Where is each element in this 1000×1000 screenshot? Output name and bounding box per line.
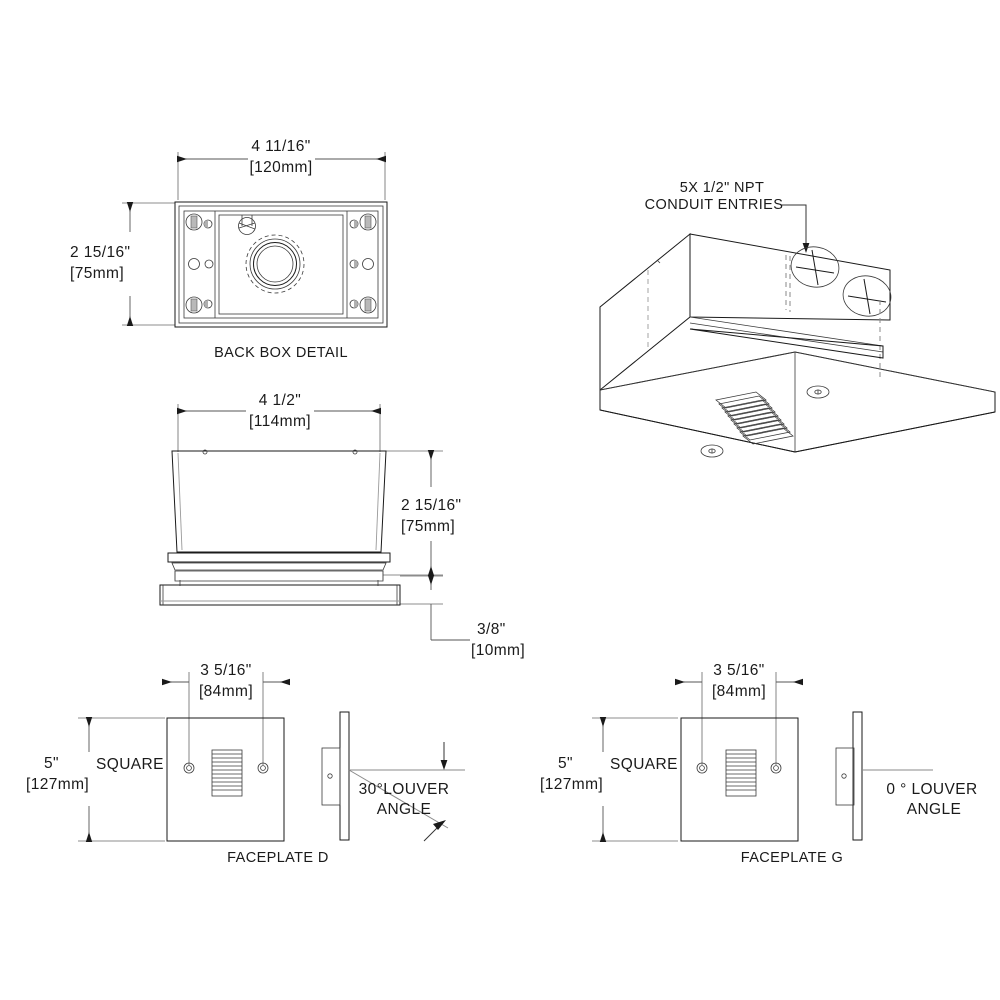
faceplate-d-louver-angle-leader <box>348 742 465 842</box>
faceplate-g-louver-grille <box>725 749 757 797</box>
back-box-center-bore <box>245 234 305 294</box>
faceplate-d-height-metric: [127mm] <box>26 776 89 793</box>
side-height-imperial: 2 15/16" <box>401 497 461 514</box>
faceplate-g-screw-left <box>696 762 708 774</box>
faceplate-d-screw-right <box>257 762 269 774</box>
faceplate-g-screw-right <box>770 762 782 774</box>
faceplate-d-caption: FACEPLATE D <box>227 850 329 866</box>
back-box-width-imperial: 4 11/16" <box>251 138 310 155</box>
side-collar <box>167 552 391 582</box>
side-width-metric: [114mm] <box>249 413 311 430</box>
conduit-entries-leader <box>781 204 810 253</box>
faceplate-g-height-metric: [127mm] <box>540 776 603 793</box>
back-box-set-screw <box>238 215 256 235</box>
faceplate-g-square-label: SQUARE <box>610 756 678 773</box>
side-flange-imperial: 3/8" <box>477 621 506 638</box>
side-width-imperial: 4 1/2" <box>259 392 301 409</box>
iso-screw-head-1 <box>806 385 830 399</box>
faceplate-g-height-imperial: 5" <box>558 755 573 772</box>
faceplate-d-width-metric: [84mm] <box>199 683 253 700</box>
faceplate-d-height-dimension <box>78 717 165 842</box>
view-faceplate-g: 3 5/16" [84mm] 5" [127mm] SQUARE 0 ° LOU… <box>540 662 977 866</box>
view-faceplate-d: 3 5/16" [84mm] 5" [127mm] SQUARE 30°LOUV… <box>26 662 465 866</box>
faceplate-g-width-metric: [84mm] <box>712 683 766 700</box>
faceplate-g-height-dimension <box>592 717 678 842</box>
npt-conduit-knockout-2 <box>842 275 892 317</box>
side-trim-flange <box>159 580 401 606</box>
faceplate-d-louver-grille <box>211 749 243 797</box>
faceplate-g-side-profile <box>835 711 863 841</box>
view-back-box-detail: 4 11/16" [120mm] 2 15/16" [75mm] BACK BO… <box>70 138 388 361</box>
faceplate-g-louver-line-1: 0 ° LOUVER <box>886 781 977 798</box>
back-box-width-dimension <box>177 152 386 200</box>
faceplate-d-screw-left <box>183 762 195 774</box>
iso-screw-head-2 <box>700 444 724 458</box>
back-box-caption: BACK BOX DETAIL <box>214 345 348 361</box>
faceplate-d-square-label: SQUARE <box>96 756 164 773</box>
back-box-width-metric: [120mm] <box>249 159 312 176</box>
iso-note-line-2: CONDUIT ENTRIES <box>645 197 784 213</box>
back-box-right-hardware <box>349 213 377 314</box>
faceplate-d-side-profile <box>321 711 350 841</box>
side-height-metric: [75mm] <box>401 518 455 535</box>
side-width-dimension <box>177 404 381 452</box>
back-box-left-hardware <box>185 213 214 314</box>
back-box-height-dimension <box>122 202 175 326</box>
faceplate-d-width-imperial: 3 5/16" <box>200 662 251 679</box>
faceplate-g-width-imperial: 3 5/16" <box>713 662 764 679</box>
view-isometric: 5X 1/2" NPT CONDUIT ENTRIES <box>599 180 996 458</box>
faceplate-d-louver-line-1: 30°LOUVER <box>359 781 450 798</box>
faceplate-g-louver-line-2: ANGLE <box>907 801 962 818</box>
faceplate-g-caption: FACEPLATE G <box>741 850 843 866</box>
iso-louver-grille <box>715 391 794 445</box>
iso-note-line-1: 5X 1/2" NPT <box>680 180 765 196</box>
side-flange-metric: [10mm] <box>471 642 525 659</box>
side-flange-dimension <box>400 575 470 641</box>
npt-conduit-knockout-1 <box>790 246 840 288</box>
back-box-height-metric: [75mm] <box>70 265 124 282</box>
side-housing-body <box>171 449 387 553</box>
back-box-height-imperial: 2 15/16" <box>70 244 130 261</box>
faceplate-d-height-imperial: 5" <box>44 755 59 772</box>
view-side-section: 4 1/2" [114mm] 2 15/16" [75mm] 3/8" [10m… <box>159 392 525 659</box>
npt-knockout-edges <box>785 255 881 380</box>
faceplate-d-louver-line-2: ANGLE <box>377 801 432 818</box>
